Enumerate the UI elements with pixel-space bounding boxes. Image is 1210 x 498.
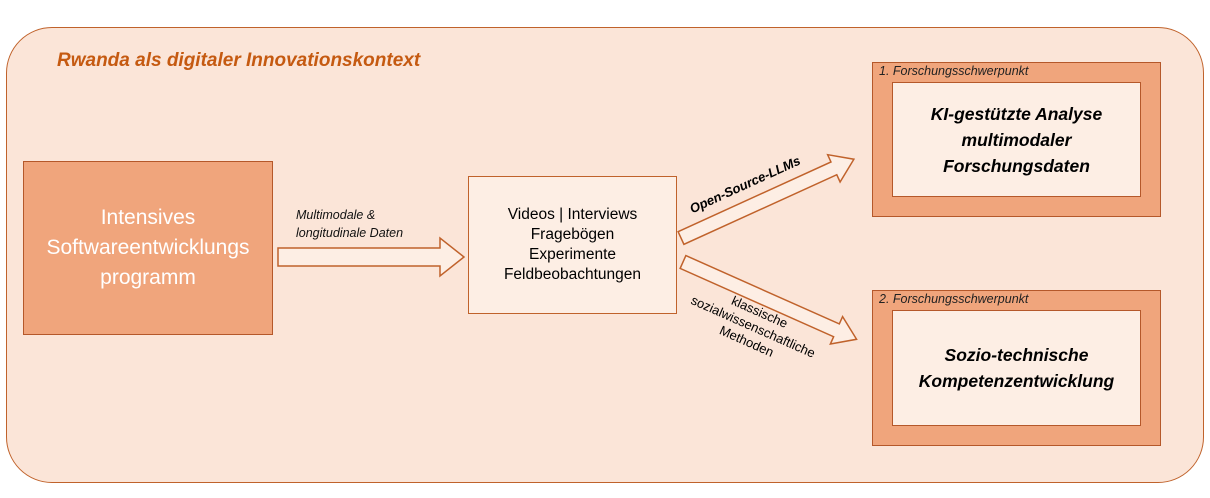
- focus2-title: Sozio-technische Kompetenzentwicklung: [892, 310, 1141, 426]
- lower-arrow: [679, 254, 858, 346]
- focus1-title-line: KI-gestützte Analyse: [930, 103, 1103, 124]
- context-title: Rwanda als digitaler Innovationskontext: [57, 50, 421, 71]
- method-item: Experimente: [528, 246, 616, 263]
- program-line: programm: [100, 266, 196, 289]
- input-arrow-label: Multimodale & longitudinale Daten: [296, 206, 403, 242]
- focus2-label: 2. Forschungsschwerpunkt: [879, 292, 1029, 306]
- input-arrow-label-line: Multimodale &: [296, 208, 376, 222]
- method-item: Feldbeobachtungen: [503, 266, 642, 283]
- focus1-box: 1. Forschungsschwerpunkt KI-gestützte An…: [872, 62, 1161, 217]
- focus2-box: 2. Forschungsschwerpunkt Sozio-technisch…: [872, 290, 1161, 446]
- focus1-title: KI-gestützte Analyse multimodaler Forsch…: [892, 82, 1141, 197]
- upper-arrow: [677, 153, 856, 246]
- program-box: Intensives Softwareentwicklungs programm: [23, 161, 273, 335]
- methods-box: Videos | Interviews Fragebögen Experimen…: [468, 176, 677, 314]
- focus2-title-line: Kompetenzentwicklung: [918, 371, 1115, 391]
- program-line: Intensives: [100, 206, 196, 229]
- input-arrow-label-line: longitudinale Daten: [296, 226, 404, 240]
- input-arrow: [277, 236, 466, 278]
- method-item: Videos | Interviews: [507, 206, 638, 223]
- focus1-title-line: Forschungsdaten: [943, 155, 1090, 176]
- focus1-title-line: multimodaler: [961, 129, 1072, 150]
- method-item: Fragebögen: [530, 226, 615, 243]
- program-line: Softwareentwicklungs: [46, 236, 250, 259]
- focus2-title-line: Sozio-technische: [944, 345, 1089, 365]
- focus1-label: 1. Forschungsschwerpunkt: [879, 64, 1029, 78]
